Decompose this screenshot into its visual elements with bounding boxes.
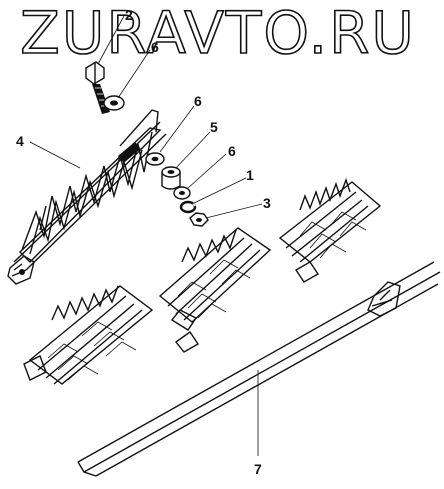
nut <box>189 212 209 227</box>
washer-middle <box>145 152 165 166</box>
washer-lower <box>173 186 191 200</box>
callout-6-middle: 6 <box>194 93 202 109</box>
frame-beam <box>77 261 441 477</box>
tine-module-middle <box>158 227 272 353</box>
bolt <box>85 61 110 114</box>
callout-6-upper: 6 <box>151 39 159 55</box>
tine-module-left <box>23 285 154 385</box>
callout-3: 3 <box>263 195 271 211</box>
tine-bar <box>7 109 167 285</box>
callout-1: 1 <box>246 167 254 183</box>
callout-5: 5 <box>210 119 218 135</box>
washer-upper <box>103 95 125 111</box>
tine-module-right <box>278 177 382 283</box>
callout-6-lower: 6 <box>228 143 236 159</box>
spacer-bushing <box>161 166 181 190</box>
callout-7: 7 <box>254 461 262 477</box>
watermark-logo: ZURAVTO.RU <box>19 0 416 67</box>
callout-4: 4 <box>16 133 24 149</box>
callout-2: 2 <box>125 7 133 23</box>
